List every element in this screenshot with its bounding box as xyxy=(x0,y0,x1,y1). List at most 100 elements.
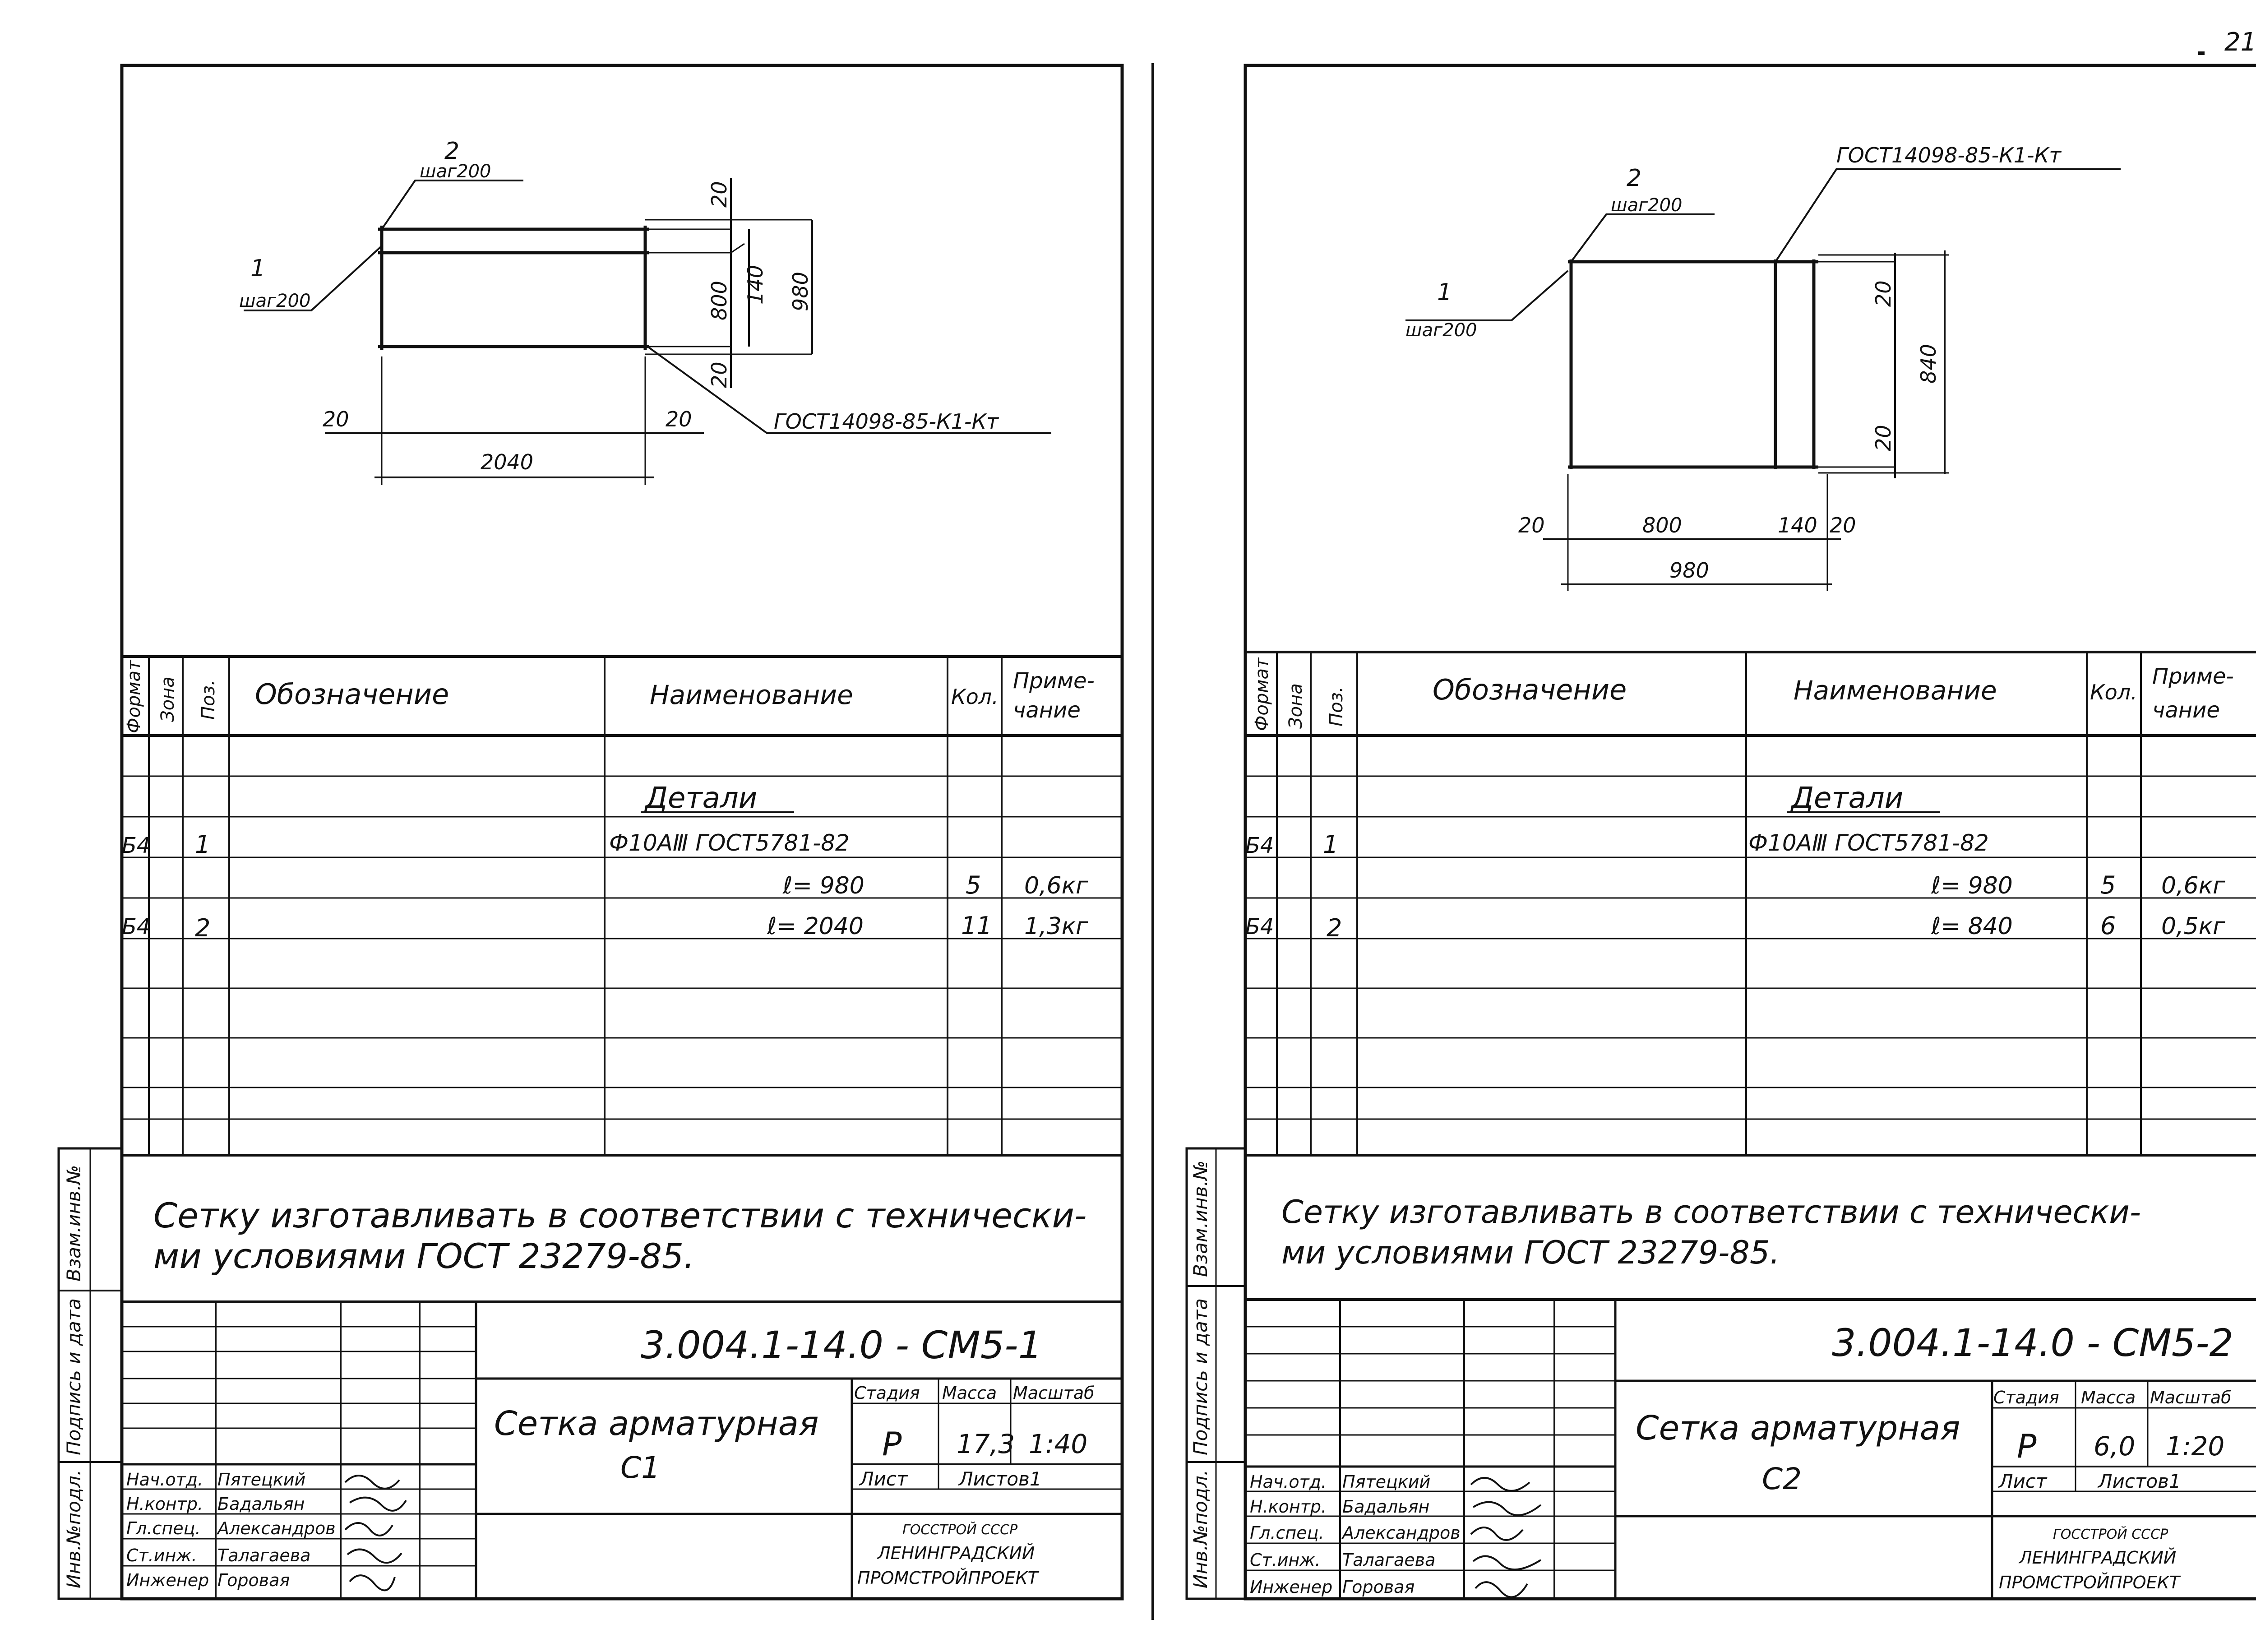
sheet-left: 1 шаг200 2 шаг200 ГОСТ14098-85-К1-Кт 20 … xyxy=(57,63,1154,1620)
signature-role: Инженер xyxy=(126,1570,209,1590)
row-3-note: 0,5кг xyxy=(2161,913,2225,940)
manufacturing-note-line1: Сетку изготавливать в соответствии с тех… xyxy=(1281,1194,2141,1231)
signature-name: Горовая xyxy=(217,1570,290,1590)
specification-table: Формат Зона Поз. Обозначение Наименовани… xyxy=(122,655,1122,1157)
title-block: Нач.отд. Пятецкий Н.контр. Бадальян Гл.с… xyxy=(1245,1298,2256,1599)
header-format: Формат xyxy=(1252,657,1272,731)
dim-20-bottom: 20 xyxy=(1871,425,1895,451)
row-3-quantity: 6 xyxy=(2100,912,2116,940)
row-1-position: 1 xyxy=(1323,830,1338,859)
position-2-step: шаг200 xyxy=(1611,195,1682,216)
signature-role: Инженер xyxy=(1250,1577,1332,1597)
dim-140: 140 xyxy=(1778,513,1817,537)
stage-value: Р xyxy=(2017,1427,2037,1465)
signature-role: Ст.инж. xyxy=(126,1546,197,1565)
dim-980: 980 xyxy=(788,272,813,311)
header-note-line1: Приме- xyxy=(1013,668,1095,694)
leader-line xyxy=(1775,168,2121,263)
scale-label: Масштаб xyxy=(1013,1383,1095,1403)
title-block: Нач.отд. Пятецкий Н.контр. Бадальян Гл.с… xyxy=(122,1300,1122,1599)
title-line1: Сетка арматурная xyxy=(494,1404,818,1443)
weld-gost: ГОСТ14098-85-К1-Кт xyxy=(1836,143,2062,167)
sheet-label: Лист xyxy=(859,1468,908,1490)
dim-20-top: 20 xyxy=(707,181,731,208)
reinforcement-mesh-drawing: 1 шаг200 2 шаг200 ГОСТ14098-85-К1-Кт 20 … xyxy=(239,138,1051,485)
leader-line xyxy=(730,243,745,254)
leader-line xyxy=(381,180,523,230)
side-stamp: Взам.инв.№ Подпись и дата Инв.№подл. xyxy=(57,1147,123,1600)
signature-name: Александров xyxy=(216,1518,336,1538)
side-label-signature-date: Подпись и дата xyxy=(1189,1298,1211,1455)
reinforcement-mesh-drawing: 1 шаг200 2 шаг200 ГОСТ14098-85-К1-Кт 20 … xyxy=(1405,143,2121,591)
sheet-frame xyxy=(1244,64,2256,1601)
header-note-line2: чание xyxy=(1013,698,1081,723)
row-2-name: ℓ= 980 xyxy=(1931,872,2013,899)
header-format: Формат xyxy=(124,659,144,733)
header-name: Наименование xyxy=(1794,675,1997,706)
dim-140: 140 xyxy=(743,265,767,305)
document-code: 3.004.1-14.0 - СМ5-1 xyxy=(641,1323,1042,1367)
org-line3: ПРОМСТРОЙПРОЕКТ xyxy=(857,1568,1040,1588)
row-2-quantity: 5 xyxy=(2100,871,2116,899)
row-3-position: 2 xyxy=(195,914,210,942)
side-stamp: Взам.инв.№ Подпись и дата Инв.№подл. xyxy=(1185,1147,1247,1600)
sheet-label: Лист xyxy=(1998,1470,2048,1492)
row-1-name: Ф10АⅢ ГОСТ5781-82 xyxy=(1748,830,1989,856)
document-code: 3.004.1-14.0 - СМ5-2 xyxy=(1832,1321,2233,1365)
dim-20-right: 20 xyxy=(1830,513,1856,537)
stage-value: Р xyxy=(882,1425,902,1463)
scale-value: 1:20 xyxy=(2166,1431,2224,1462)
header-note-line2: чание xyxy=(2152,698,2220,723)
signature-name: Горовая xyxy=(1342,1577,1415,1597)
header-quantity: Кол. xyxy=(2090,680,2137,704)
leader-line xyxy=(1405,270,1569,321)
side-label-signature-date: Подпись и дата xyxy=(63,1298,85,1455)
manufacturing-note-line1: Сетку изготавливать в соответствии с тех… xyxy=(153,1195,1086,1236)
signature-name: Талагаева xyxy=(217,1546,310,1565)
dim-20-mid: 20 xyxy=(707,361,731,388)
specification-table: Формат Зона Поз. Обозначение Наименовани… xyxy=(1245,651,2256,1157)
signature-role: Гл.спец. xyxy=(1250,1523,1324,1543)
mass-value: 6,0 xyxy=(2094,1431,2135,1462)
org-line1: ГОССТРОЙ СССР xyxy=(902,1522,1018,1538)
title-line2: С1 xyxy=(620,1450,660,1485)
row-1-name: Ф10АⅢ ГОСТ5781-82 xyxy=(609,830,850,856)
signature-role: Нач.отд. xyxy=(1250,1472,1327,1492)
scale-value: 1:40 xyxy=(1029,1429,1087,1459)
signature-name: Талагаева xyxy=(1342,1550,1435,1570)
row-3-position: 2 xyxy=(1327,914,1342,942)
position-1-label: 1 xyxy=(250,255,265,282)
org-line1: ГОССТРОЙ СССР xyxy=(2053,1526,2168,1542)
signature-role: Ст.инж. xyxy=(1250,1550,1321,1570)
signature-name: Бадальян xyxy=(217,1494,305,1514)
leader-line xyxy=(648,347,1051,434)
row-2-quantity: 5 xyxy=(966,871,981,899)
position-2-label: 2 xyxy=(444,138,459,165)
mass-label: Масса xyxy=(942,1383,997,1403)
dim-800: 800 xyxy=(707,281,731,320)
row-3-name: ℓ= 2040 xyxy=(767,913,864,940)
leader-line xyxy=(244,245,383,311)
signature-role: Н.контр. xyxy=(126,1494,203,1514)
side-label-vzam-inv: Взам.инв.№ xyxy=(1189,1161,1211,1277)
org-line2: ЛЕНИНГРАДСКИЙ xyxy=(877,1543,1035,1563)
side-label-inv-podl: Инв.№подл. xyxy=(63,1470,85,1588)
dim-20-right: 20 xyxy=(666,407,692,431)
signature-role: Н.контр. xyxy=(1250,1497,1327,1517)
sheet-right: 1 шаг200 2 шаг200 ГОСТ14098-85-К1-Кт 20 … xyxy=(1185,64,2256,1601)
row-2-note: 0,6кг xyxy=(2161,872,2225,899)
dim-980: 980 xyxy=(1669,558,1709,583)
org-line2: ЛЕНИНГРАДСКИЙ xyxy=(2018,1548,2176,1568)
dim-2040: 2040 xyxy=(481,450,533,474)
mass-label: Масса xyxy=(2081,1388,2136,1407)
header-zone: Зона xyxy=(157,676,178,722)
row-3-format: Б4 xyxy=(122,914,150,939)
dim-20-left: 20 xyxy=(323,407,349,431)
row-1-format: Б4 xyxy=(1245,833,1274,858)
weld-gost: ГОСТ14098-85-К1-Кт xyxy=(774,409,999,434)
position-1-step: шаг200 xyxy=(1405,320,1477,341)
header-position: Поз. xyxy=(1326,686,1347,727)
signature-name: Александров xyxy=(1341,1523,1461,1543)
stage-label: Стадия xyxy=(1993,1388,2059,1407)
